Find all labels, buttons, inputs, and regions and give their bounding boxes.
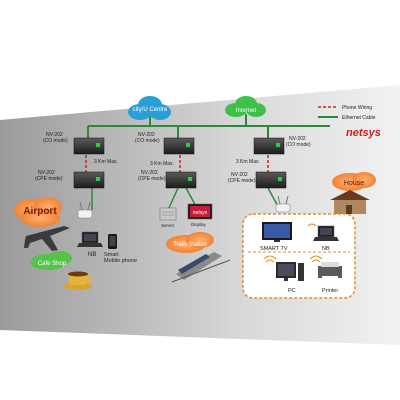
server-label: Server	[161, 223, 175, 228]
cpe-right-mode: (CPE mode)	[228, 178, 256, 184]
co-device-right: NV-202 (CO mode)	[253, 136, 311, 155]
wifi-ap-left	[77, 201, 93, 219]
train-station-site: Train Station	[166, 232, 231, 283]
server: Server	[159, 207, 177, 228]
pc: PC	[276, 262, 304, 294]
cpe-device-mid: NV-202 (CPE mode)	[138, 170, 197, 189]
co-left-model: NV-202	[46, 132, 63, 138]
smart-tv-label: SMART TV	[260, 246, 288, 252]
wifi-signal-icon	[263, 223, 323, 263]
cpe-left-mode: (CPE mode)	[35, 176, 63, 182]
cloud-internet-label: Internet	[236, 108, 257, 114]
display-brand: netsys	[193, 210, 208, 216]
cloud-cityu-label: city/U Centre	[133, 107, 168, 113]
co-right-model: NV-202	[289, 136, 306, 142]
co-left-mode: (CO mode)	[43, 138, 68, 144]
train-icon	[171, 252, 231, 283]
wifi-ap-right	[275, 195, 291, 213]
house-site: House	[330, 172, 376, 214]
smart-tv: SMART TV	[260, 222, 292, 252]
cafe-label: Cafe Shop	[38, 261, 67, 267]
cpe-mid-mode: (CPE mode)	[138, 176, 166, 182]
distance-mid: 3 Km Max.	[150, 161, 174, 167]
distance-left: 3 Km Max.	[94, 159, 118, 165]
airport-site: Airport	[14, 197, 70, 251]
nb-left-label: NB	[88, 252, 96, 258]
cpe-mid-model: NV-202	[141, 170, 158, 176]
co-device-left: NV-202 (CO mode)	[43, 132, 105, 155]
train-label: Train Station	[173, 242, 207, 248]
display: netsys Display	[187, 203, 213, 227]
co-device-mid: NV-202 (CO mode)	[135, 132, 195, 155]
airport-label: Airport	[23, 206, 57, 217]
home-network-box	[242, 213, 356, 299]
cpe-left-model: NV-202	[38, 170, 55, 176]
display-label: Display	[191, 222, 207, 227]
cpe-device-left: NV-202 (CPE mode)	[35, 170, 105, 189]
house-label: House	[344, 180, 364, 187]
co-right-mode: (CO mode)	[286, 142, 311, 148]
printer-label: Printer	[322, 288, 338, 294]
cpe-device-right: NV-202 (CPE mode)	[228, 171, 287, 189]
cafe-site: Cafe Shop	[30, 251, 92, 290]
co-mid-model: NV-202	[138, 132, 155, 138]
legend-phone-label: Phone Wiring	[342, 105, 372, 111]
airplane-icon	[24, 226, 70, 251]
printer: Printer	[318, 262, 342, 294]
nb-right-label: NB	[322, 246, 330, 252]
smart-phone: Smart Mobile phone	[104, 234, 137, 264]
phone-wiring	[85, 155, 269, 172]
laptop-left: NB	[77, 231, 103, 258]
smart-phone-label: Smart Mobile phone	[104, 252, 137, 264]
pc-label: PC	[288, 288, 296, 294]
cloud-internet: Internet	[225, 96, 266, 117]
co-mid-mode: (CO mode)	[135, 138, 160, 144]
coffee-cup-icon	[64, 271, 92, 290]
distance-right: 3 Km Max.	[236, 159, 260, 165]
laptop-right: NB	[313, 225, 339, 252]
legend-ethernet-label: Ethernet Cable	[342, 115, 376, 121]
brand-logo: netsys	[346, 127, 381, 139]
cpe-right-model: NV-202	[231, 172, 248, 178]
legend: Phone Wiring Ethernet Cable	[318, 105, 376, 121]
ethernet-backbone	[87, 114, 330, 138]
cloud-cityu: city/U Centre	[128, 96, 171, 120]
house-icon	[330, 190, 370, 214]
